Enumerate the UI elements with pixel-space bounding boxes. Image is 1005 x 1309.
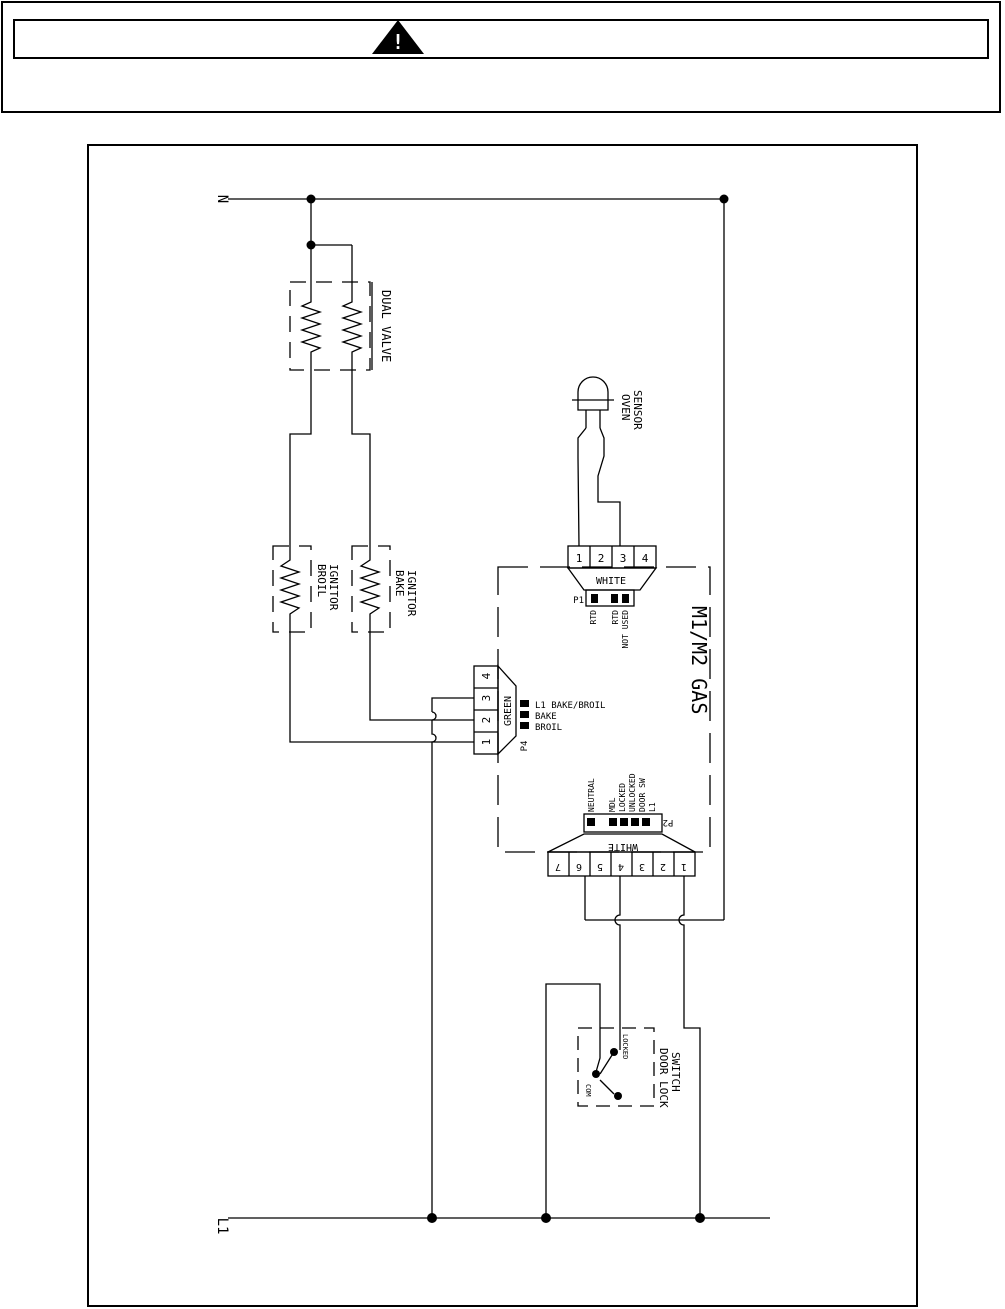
p2-pin-7: 7: [555, 861, 561, 872]
control-label: M1/M2 GAS: [687, 606, 711, 714]
broil-ignitor-label-2: IGNITOR: [327, 564, 340, 611]
p1-color-label: WHITE: [596, 576, 626, 587]
dual-valve-coil-2: [340, 296, 364, 358]
p2-signal-l1: L1: [648, 802, 657, 812]
bake-ignitor-label-1: BAKE: [393, 570, 406, 597]
p4-id-label: P4: [520, 741, 530, 752]
p1-pin-1: 1: [576, 552, 583, 565]
p1-id-label: P1: [573, 596, 584, 606]
p1-signal-rtd-2: RTD: [611, 610, 620, 625]
door-lock-switch-outline: [577, 1027, 655, 1107]
bake-ignitor-label-2: IGNITOR: [405, 570, 418, 617]
p1-pin-3: 3: [620, 552, 627, 565]
dual-valve-coil-1: [299, 296, 323, 358]
warning-header-bar: [13, 19, 989, 59]
warning-triangle-icon: [372, 20, 424, 54]
p2-signal-unlocked: UNLOCKED: [628, 773, 637, 812]
p1-signal-not-used: NOT USED: [621, 610, 630, 649]
p1-pin-4: 4: [642, 552, 649, 565]
oven-sensor-probe: [577, 376, 609, 411]
p4-color-label: GREEN: [503, 696, 514, 726]
dual-valve-label: DUAL VALVE: [379, 290, 393, 362]
p4-pin-3: 3: [480, 695, 493, 702]
door-lock-label-1: DOOR LOCK: [657, 1048, 670, 1108]
oven-sensor-label-1: OVEN: [619, 394, 632, 421]
bake-ignitor-element: [358, 546, 382, 628]
p2-pin-4: 4: [618, 861, 624, 872]
p2-signal-door-sw: DOOR SW: [638, 778, 647, 812]
p2-signal-mdl: MDL: [608, 797, 617, 812]
oven-sensor-label-2: SENSOR: [631, 390, 644, 430]
svg-text:!: !: [392, 30, 404, 54]
door-lock-label-2: SWITCH: [669, 1052, 682, 1092]
line-label: L1: [214, 1218, 230, 1235]
switch-locked-label: LOCKED: [621, 1034, 629, 1059]
neutral-label: N: [214, 195, 230, 203]
p4-pin-4: 4: [480, 672, 493, 679]
p1-pin-2: 2: [598, 552, 605, 565]
p2-id-label: P2: [663, 817, 674, 827]
p1-signal-rtd-1: RTD: [589, 610, 598, 625]
p2-pin-6: 6: [576, 861, 582, 872]
broil-ignitor-element: [278, 546, 302, 628]
p2-signal-neutral: NEUTRAL: [587, 778, 596, 812]
p4-signal-l1: L1 BAKE/BROIL: [535, 701, 605, 711]
p2-signal-locked: LOCKED: [618, 783, 627, 812]
p2-pin-5: 5: [597, 861, 603, 872]
p2-pin-3: 3: [639, 861, 645, 872]
diagram-frame: [87, 144, 918, 1307]
p4-pin-2: 2: [480, 717, 493, 724]
p4-signal-broil: BROIL: [535, 723, 562, 733]
broil-ignitor-label-1: BROIL: [315, 564, 328, 597]
warning-box: [1, 1, 1001, 113]
p4-signal-bake: BAKE: [535, 712, 557, 722]
p2-pin-1: 1: [681, 861, 687, 872]
p2-color-label: WHITE: [608, 841, 638, 852]
p2-pin-2: 2: [660, 861, 666, 872]
switch-com-label: COM: [584, 1084, 592, 1097]
p4-pin-1: 1: [480, 739, 493, 746]
